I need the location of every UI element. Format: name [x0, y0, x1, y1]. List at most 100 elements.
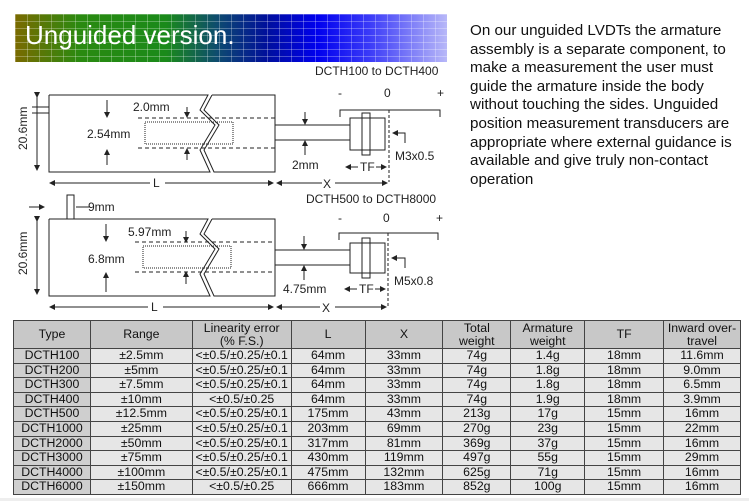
table-cell: 852g: [442, 479, 512, 495]
table-cell: DCTH4000: [13, 464, 91, 481]
table-cell: 23g: [510, 420, 586, 437]
table-cell: 183mm: [364, 479, 444, 495]
table-cell: 64mm: [290, 377, 366, 393]
table-cell: 16mm: [663, 406, 741, 422]
table-cell: 497g: [442, 450, 512, 466]
svg-text:M3x0.5: M3x0.5: [395, 149, 435, 163]
svg-text:0: 0: [383, 211, 390, 225]
svg-text:2.0mm: 2.0mm: [133, 100, 170, 114]
svg-text:20.6mm: 20.6mm: [16, 107, 30, 150]
table-cell: 74g: [442, 348, 512, 364]
table-cell: 64mm: [290, 391, 366, 408]
table-cell: <±0.5/±0.25/±0.1: [191, 420, 292, 437]
column-header: X: [364, 320, 444, 349]
table-cell: 33mm: [364, 348, 444, 364]
svg-text:X: X: [323, 177, 331, 191]
svg-text:TF: TF: [359, 282, 374, 296]
table-cell: <±0.5/±0.25/±0.1: [191, 450, 292, 466]
diagram-dcth500-8000: DCTH500 to DCTH8000 9mm - 0 + 20.6mm 5.9…: [16, 192, 443, 315]
table-cell: DCTH500: [13, 406, 91, 422]
table-cell: 11.6mm: [663, 348, 741, 364]
column-header: Range: [89, 320, 193, 349]
table-cell: 175mm: [290, 406, 366, 422]
table-cell: <±0.5/±0.25/±0.1: [191, 406, 292, 422]
svg-text:4.75mm: 4.75mm: [283, 282, 326, 296]
table-cell: 119mm: [364, 450, 444, 466]
svg-text:6.8mm: 6.8mm: [88, 252, 125, 266]
title-banner: Unguided version.: [15, 14, 447, 62]
svg-text:-: -: [338, 86, 342, 100]
table-cell: ±50mm: [89, 435, 193, 452]
bottom-scroll-strip: [0, 498, 749, 501]
table-cell: 15mm: [584, 450, 665, 466]
column-header: Type: [13, 320, 91, 349]
column-header: Linearity error (% F.S.): [191, 320, 292, 349]
table-cell: 430mm: [290, 450, 366, 466]
table-cell: <±0.5/±0.25/±0.1: [191, 362, 292, 379]
column-header: Armature weight: [510, 320, 586, 349]
table-cell: 1.8g: [510, 377, 586, 393]
table-cell: 69mm: [364, 420, 444, 437]
table-cell: <±0.5/±0.25: [191, 479, 292, 495]
table-cell: 74g: [442, 391, 512, 408]
table-cell: 22mm: [663, 420, 741, 437]
table-cell: ±150mm: [89, 479, 193, 495]
table-cell: ±25mm: [89, 420, 193, 437]
svg-text:X: X: [322, 301, 330, 315]
table-cell: <±0.5/±0.25: [191, 391, 292, 408]
table-cell: DCTH400: [13, 391, 91, 408]
table-cell: 43mm: [364, 406, 444, 422]
table-cell: 203mm: [290, 420, 366, 437]
table-cell: <±0.5/±0.25/±0.1: [191, 435, 292, 452]
svg-text:-: -: [338, 211, 342, 225]
svg-text:0: 0: [384, 86, 391, 100]
svg-text:TF: TF: [360, 160, 375, 174]
description-text: On our unguided LVDTs the armature assem…: [470, 22, 732, 188]
table-cell: 18mm: [584, 348, 665, 364]
table-cell: 71g: [510, 464, 586, 481]
table-cell: 132mm: [364, 464, 444, 481]
table-cell: 475mm: [290, 464, 366, 481]
svg-text:9mm: 9mm: [88, 200, 115, 214]
table-cell: 1.4g: [510, 348, 586, 364]
table-cell: 15mm: [584, 420, 665, 437]
svg-text:DCTH500 to DCTH8000: DCTH500 to DCTH8000: [306, 192, 436, 206]
table-cell: 15mm: [584, 464, 665, 481]
table-cell: 64mm: [290, 362, 366, 379]
column-header: Total weight: [442, 320, 512, 349]
table-cell: ±7.5mm: [89, 377, 193, 393]
table-cell: DCTH1000: [13, 420, 91, 437]
table-cell: 1.8g: [510, 362, 586, 379]
table-cell: 369g: [442, 435, 512, 452]
table-cell: 37g: [510, 435, 586, 452]
table-cell: 9.0mm: [663, 362, 741, 379]
table-cell: ±2.5mm: [89, 348, 193, 364]
table-cell: 6.5mm: [663, 377, 741, 393]
table-cell: ±5mm: [89, 362, 193, 379]
svg-text:M5x0.8: M5x0.8: [394, 274, 434, 288]
table-cell: 15mm: [584, 406, 665, 422]
table-cell: ±100mm: [89, 464, 193, 481]
table-cell: <±0.5/±0.25/±0.1: [191, 464, 292, 481]
table-cell: 33mm: [364, 362, 444, 379]
banner-title: Unguided version.: [25, 20, 235, 50]
table-cell: ±12.5mm: [89, 406, 193, 422]
table-cell: DCTH3000: [13, 450, 91, 466]
table-cell: <±0.5/±0.25/±0.1: [191, 377, 292, 393]
table-cell: 64mm: [290, 348, 366, 364]
svg-text:DCTH100 to DCTH400: DCTH100 to DCTH400: [315, 64, 439, 78]
table-cell: 317mm: [290, 435, 366, 452]
table-cell: 1.9g: [510, 391, 586, 408]
column-header: L: [290, 320, 366, 349]
table-cell: 33mm: [364, 391, 444, 408]
svg-text:2mm: 2mm: [292, 158, 319, 172]
dimension-diagrams: DCTH100 to DCTH400 - 0 + 20.6mm 2.0mm 2.…: [16, 64, 444, 315]
svg-text:+: +: [437, 86, 444, 100]
